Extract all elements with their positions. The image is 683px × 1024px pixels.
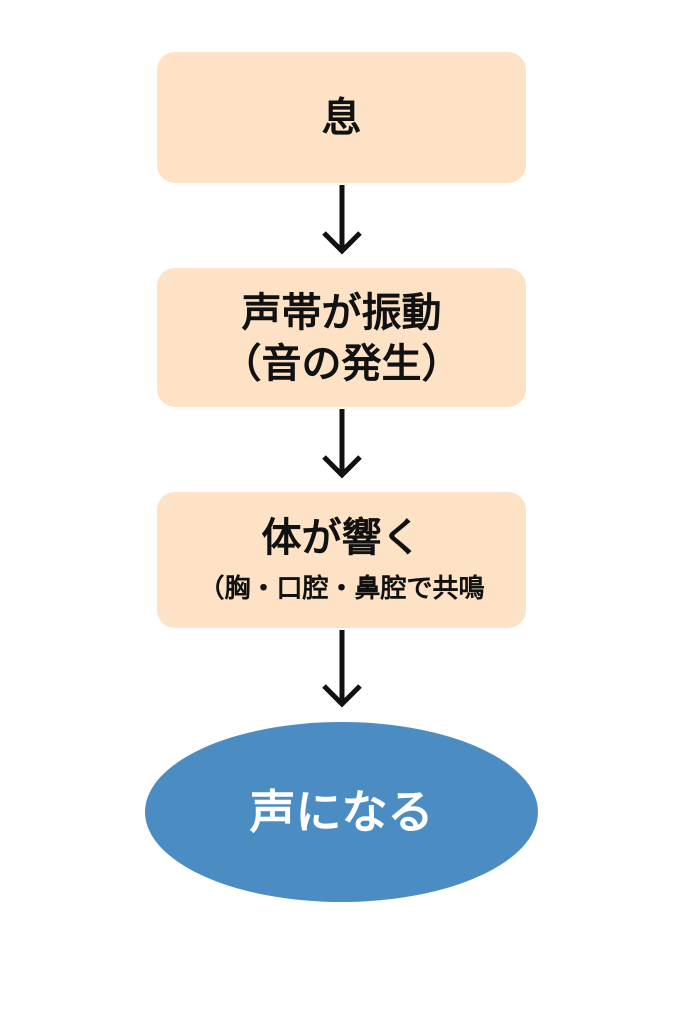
step-resonance-title: 体が響く: [261, 515, 422, 561]
result-voice-label: 声になる: [249, 785, 434, 839]
arrow-down-icon: [322, 630, 362, 708]
step-resonance-box: 体が響く （胸・口腔・鼻腔で共鳴: [157, 492, 526, 628]
step-resonance-subtitle: （胸・口腔・鼻腔で共鳴: [198, 574, 485, 604]
arrow-down-icon: [322, 185, 362, 255]
arrow-down-icon: [322, 409, 362, 479]
result-voice-ellipse: 声になる: [145, 722, 538, 902]
step-breath-box: 息: [157, 52, 526, 183]
step-vocal-cords-box: 声帯が振動 （音の発生）: [157, 268, 526, 407]
step-breath-label: 息: [321, 94, 362, 141]
step-vocal-cords-subtitle: （音の発生）: [221, 340, 462, 387]
step-vocal-cords-title: 声帯が振動: [241, 289, 442, 336]
